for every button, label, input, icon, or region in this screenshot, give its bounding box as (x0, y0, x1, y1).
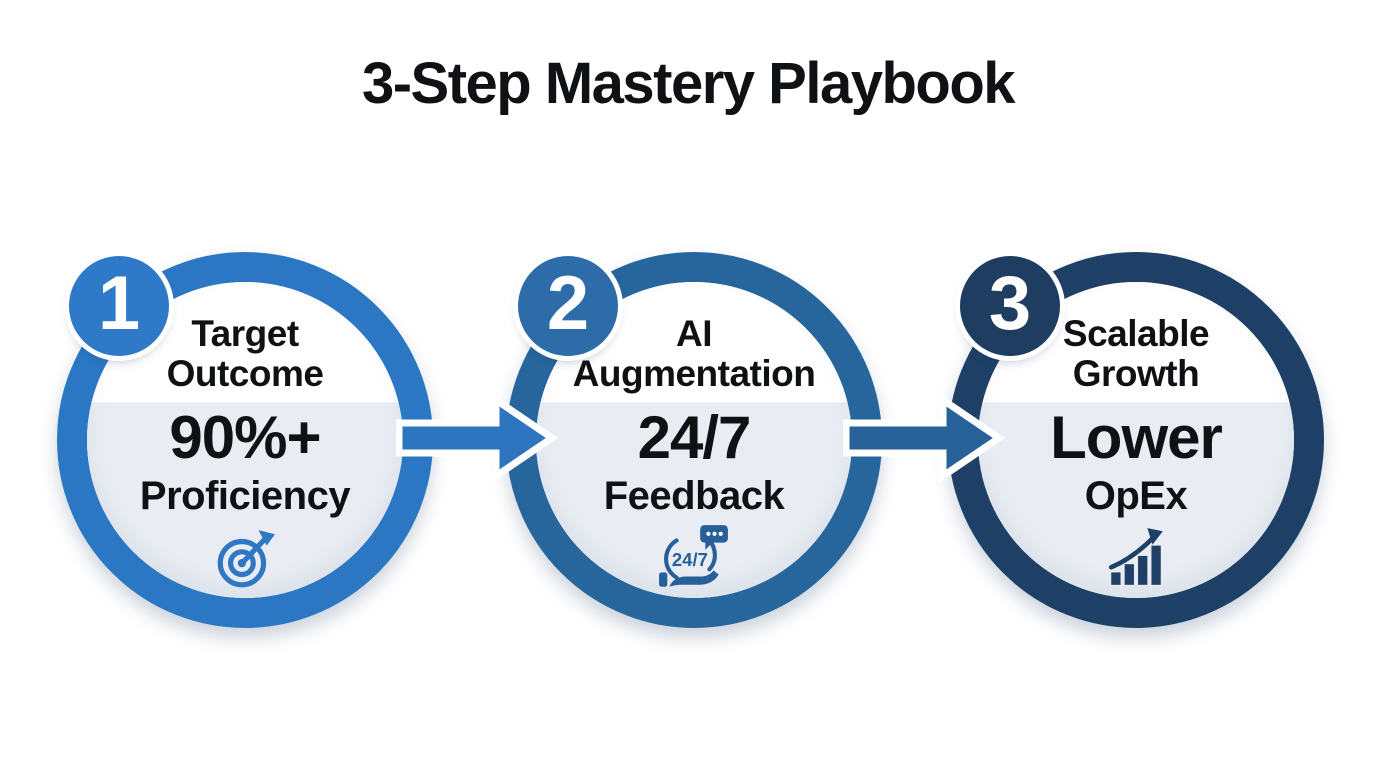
step-label-line1: Scalable (1062, 313, 1210, 354)
step-circle-2: 2 AI Augmentation 24/7 Feedback 24/7 (506, 252, 882, 628)
step-label: Target Outcome (57, 314, 433, 394)
step-number: 2 (546, 261, 590, 346)
step-value: 90%+ (169, 404, 321, 471)
step-number-badge: 2 (518, 256, 618, 356)
step-value: Lower (1050, 404, 1223, 471)
target-icon (57, 524, 433, 592)
step-label-line2: Outcome (166, 352, 324, 394)
step-number: 1 (97, 261, 141, 346)
page-title: 3-Step Mastery Playbook (361, 51, 1016, 116)
step-subvalue: Feedback (603, 474, 785, 518)
step-circle-3: 3 Scalable Growth Lower OpEx (948, 252, 1324, 628)
step-circle-1: 1 Target Outcome 90%+ Proficiency (57, 252, 433, 628)
step-value: 24/7 (637, 404, 752, 471)
step-label: AI Augmentation (506, 314, 882, 394)
step-label: Scalable Growth (948, 314, 1324, 394)
growth-chart-icon (948, 524, 1324, 592)
step-number-badge: 1 (69, 256, 169, 356)
flow-arrow-1 (396, 393, 558, 483)
step-label-line2: Augmentation (572, 352, 816, 394)
step-label-line1: AI (676, 313, 713, 354)
flow-arrow-2 (843, 393, 1005, 483)
step-subvalue: Proficiency (139, 474, 351, 518)
support-24-7-icon: 24/7 (506, 524, 882, 592)
step-label-line1: Target (191, 313, 299, 354)
step-subvalue: OpEx (1084, 474, 1188, 518)
step-label-line2: Growth (1072, 352, 1200, 394)
step-number: 3 (988, 261, 1032, 346)
icon-24-7-text: 24/7 (672, 549, 708, 570)
step-number-badge: 3 (960, 256, 1060, 356)
